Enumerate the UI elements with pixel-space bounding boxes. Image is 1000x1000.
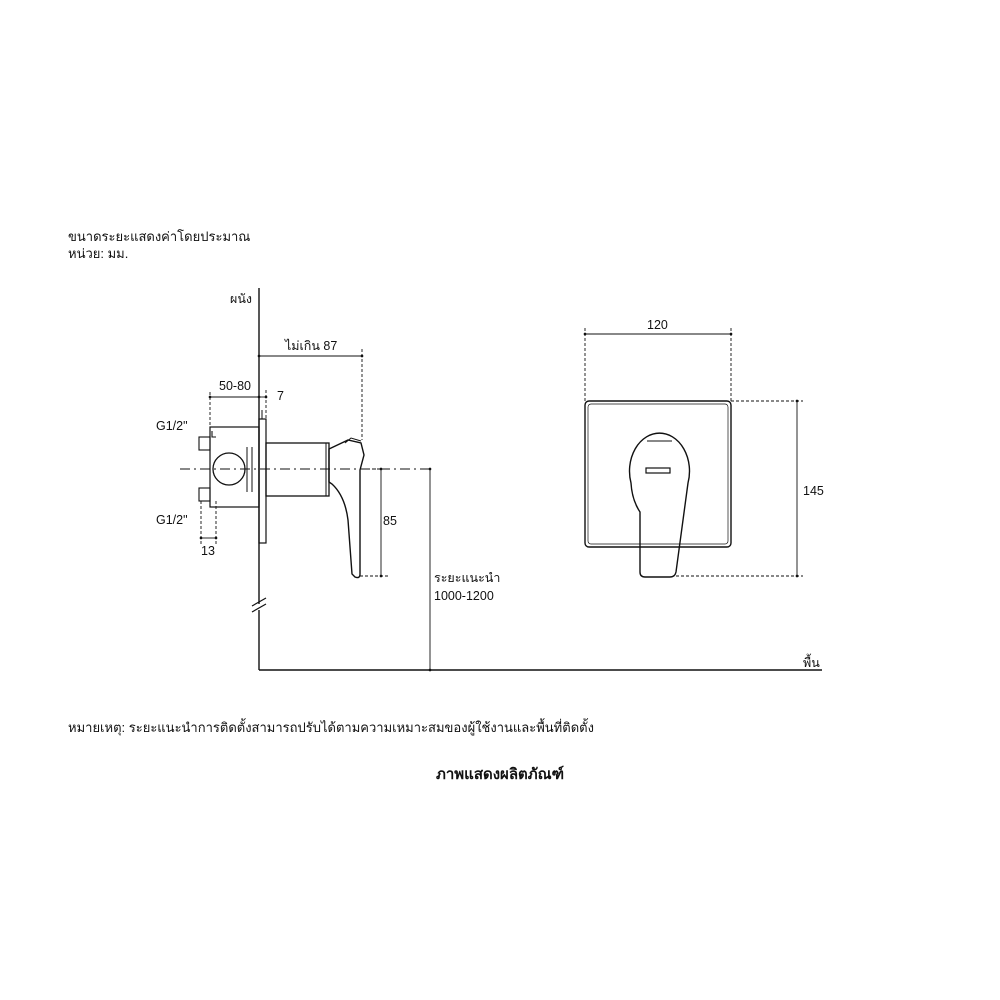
floor-label: พื้น (803, 653, 820, 670)
side-dimensions (199, 349, 432, 672)
valve-body (209, 426, 260, 508)
escutcheon-inner-edge (587, 403, 729, 545)
dim-thread-top: G1/2" (156, 419, 188, 433)
header-approx-note: ขนาดระยะแสดงค่าโดยประมาณ (68, 229, 251, 244)
thread-inlet-top (198, 436, 211, 451)
escutcheon-plate (584, 400, 732, 548)
header-unit-note: หน่วย: มม. (68, 246, 129, 261)
dim-body-depth: 50-80 (219, 379, 251, 393)
dim-width: 120 (647, 318, 668, 332)
wall-plate-profile (258, 418, 267, 544)
flow-arrow-top (211, 431, 216, 438)
thread-inlet-bottom (198, 487, 211, 502)
dim-plate-thickness: 7 (277, 389, 284, 403)
lever-slot (645, 467, 671, 474)
figure-title: ภาพแสดงผลิตภัณฑ์ (435, 766, 565, 783)
wall-break-mark (251, 603, 267, 613)
front-view (584, 400, 732, 578)
header-note: ขนาดระยะแสดงค่าโดยประมาณ หน่วย: มม. (68, 228, 250, 262)
recommend-value: 1000-1200 (434, 589, 494, 603)
wall-break-mark (251, 597, 267, 607)
dim-85: 85 (383, 514, 397, 528)
lever-handle-front (628, 432, 691, 578)
dim-thread-bottom: G1/2" (156, 513, 188, 527)
recommend-label: ระยะแนะนำ (434, 571, 500, 585)
dim-height: 145 (803, 484, 824, 498)
dim-max-depth: ไม่เกิน 87 (284, 339, 337, 353)
lever-joint (344, 437, 362, 444)
wall-label: ผนัง (230, 292, 252, 306)
dim-13: 13 (201, 544, 215, 558)
remark-note: หมายเหตุ: ระยะแนะนำการติดตั้งสามารถปรับไ… (68, 720, 594, 735)
lever-handle-profile (328, 439, 365, 579)
front-dimensions (583, 328, 803, 578)
